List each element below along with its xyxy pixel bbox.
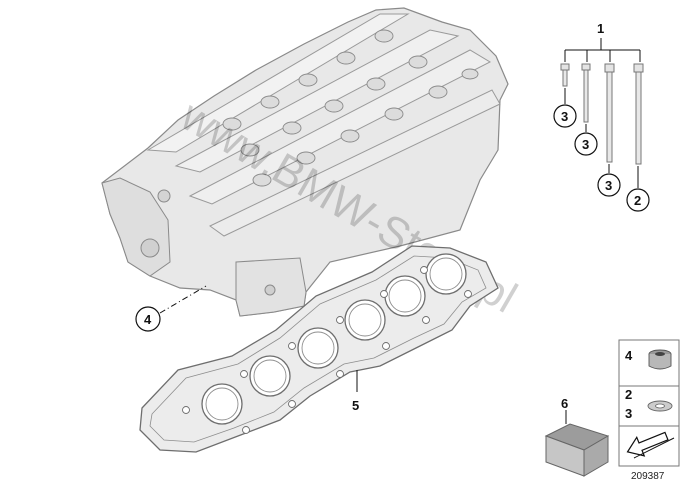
bolt-long-b[interactable] (633, 63, 644, 165)
cylinder-head-assembly[interactable] (101, 7, 509, 317)
callout-5[interactable]: 5 (352, 370, 359, 413)
repair-kit-box[interactable] (544, 410, 610, 477)
legend-row2-number-a: 2 (625, 387, 632, 402)
callout-3a[interactable]: 3 (553, 88, 577, 128)
legend-row1-number: 4 (625, 348, 633, 363)
diagram-id-label: 209387 (631, 471, 665, 482)
legend-row2-number-b: 3 (625, 406, 632, 421)
callout-3b[interactable]: 3 (574, 124, 598, 156)
bolt-long-a[interactable] (604, 63, 615, 163)
callout-4[interactable]: 4 (135, 285, 207, 332)
callout-6-label: 6 (561, 396, 568, 411)
callout-4-label: 4 (144, 312, 152, 327)
callout-1-label: 1 (597, 21, 604, 36)
bolt-medium[interactable] (581, 63, 591, 123)
bolt-short[interactable] (560, 63, 570, 87)
callout-3c[interactable]: 3 (597, 164, 621, 197)
washer-icon (647, 400, 673, 412)
callout-2[interactable]: 2 (626, 166, 650, 212)
callout-2-label: 2 (634, 193, 641, 208)
cylinder-head-gasket[interactable] (139, 245, 499, 453)
legend-panel: 4 2 3 (618, 339, 680, 467)
callout-3c-label: 3 (605, 178, 612, 193)
callout-3a-label: 3 (561, 109, 568, 124)
callout-5-label: 5 (352, 398, 359, 413)
callout-1-bracket (564, 38, 641, 62)
seal-plug-icon (648, 349, 672, 370)
arrow-icon (626, 431, 675, 459)
callout-3b-label: 3 (582, 137, 589, 152)
